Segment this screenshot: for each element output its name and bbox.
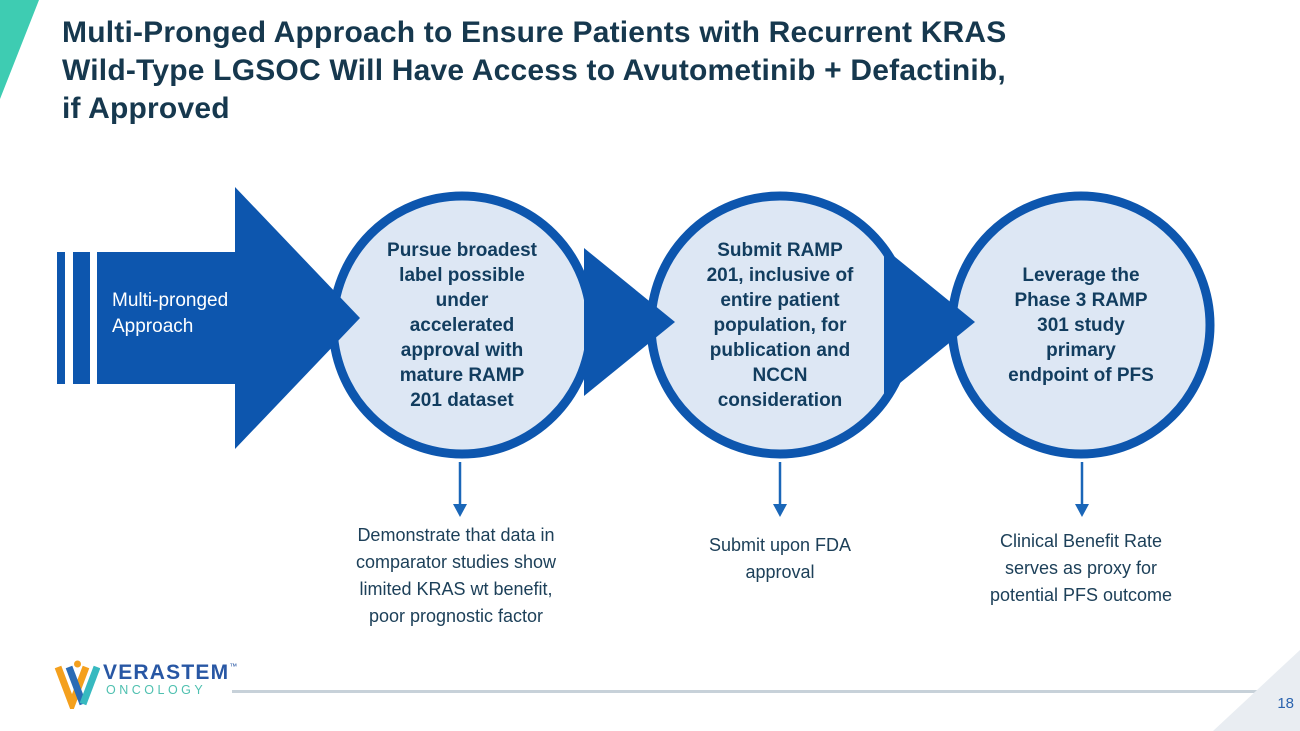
corner-accent-triangle xyxy=(0,0,39,99)
verastem-logo-icon xyxy=(54,660,100,709)
arrow-tail-bar-thick xyxy=(73,252,90,384)
brand-division: ONCOLOGY xyxy=(106,683,207,697)
step-circle-text-1: Pursue broadest label possible under acc… xyxy=(387,239,537,411)
down-arrow-icon xyxy=(1075,462,1089,517)
brand-row: VERASTEM™ xyxy=(103,661,237,685)
down-arrow-icon xyxy=(453,462,467,517)
trademark-symbol: ™ xyxy=(229,662,238,671)
step-circle-text-2: Submit RAMP 201, inclusive of entire pat… xyxy=(706,239,854,411)
step-note-1: Demonstrate that data in comparator stud… xyxy=(355,525,557,626)
arrow-tail-bar-thin xyxy=(57,252,65,384)
page-number: 18 xyxy=(1277,695,1294,712)
down-arrow-icon xyxy=(773,462,787,517)
step-note-3: Clinical Benefit Rate serves as proxy fo… xyxy=(989,531,1173,605)
brand-name: VERASTEM xyxy=(103,661,230,684)
step-circle-text-3: Leverage the Phase 3 RAMP 301 study prim… xyxy=(1008,264,1154,386)
footer-divider xyxy=(232,690,1300,693)
main-arrow-label: Multi-pronged Approach xyxy=(112,290,229,337)
slide-title: Multi-Pronged Approach to Ensure Patient… xyxy=(62,16,1007,125)
step-note-2: Submit upon FDA approval xyxy=(708,535,852,582)
